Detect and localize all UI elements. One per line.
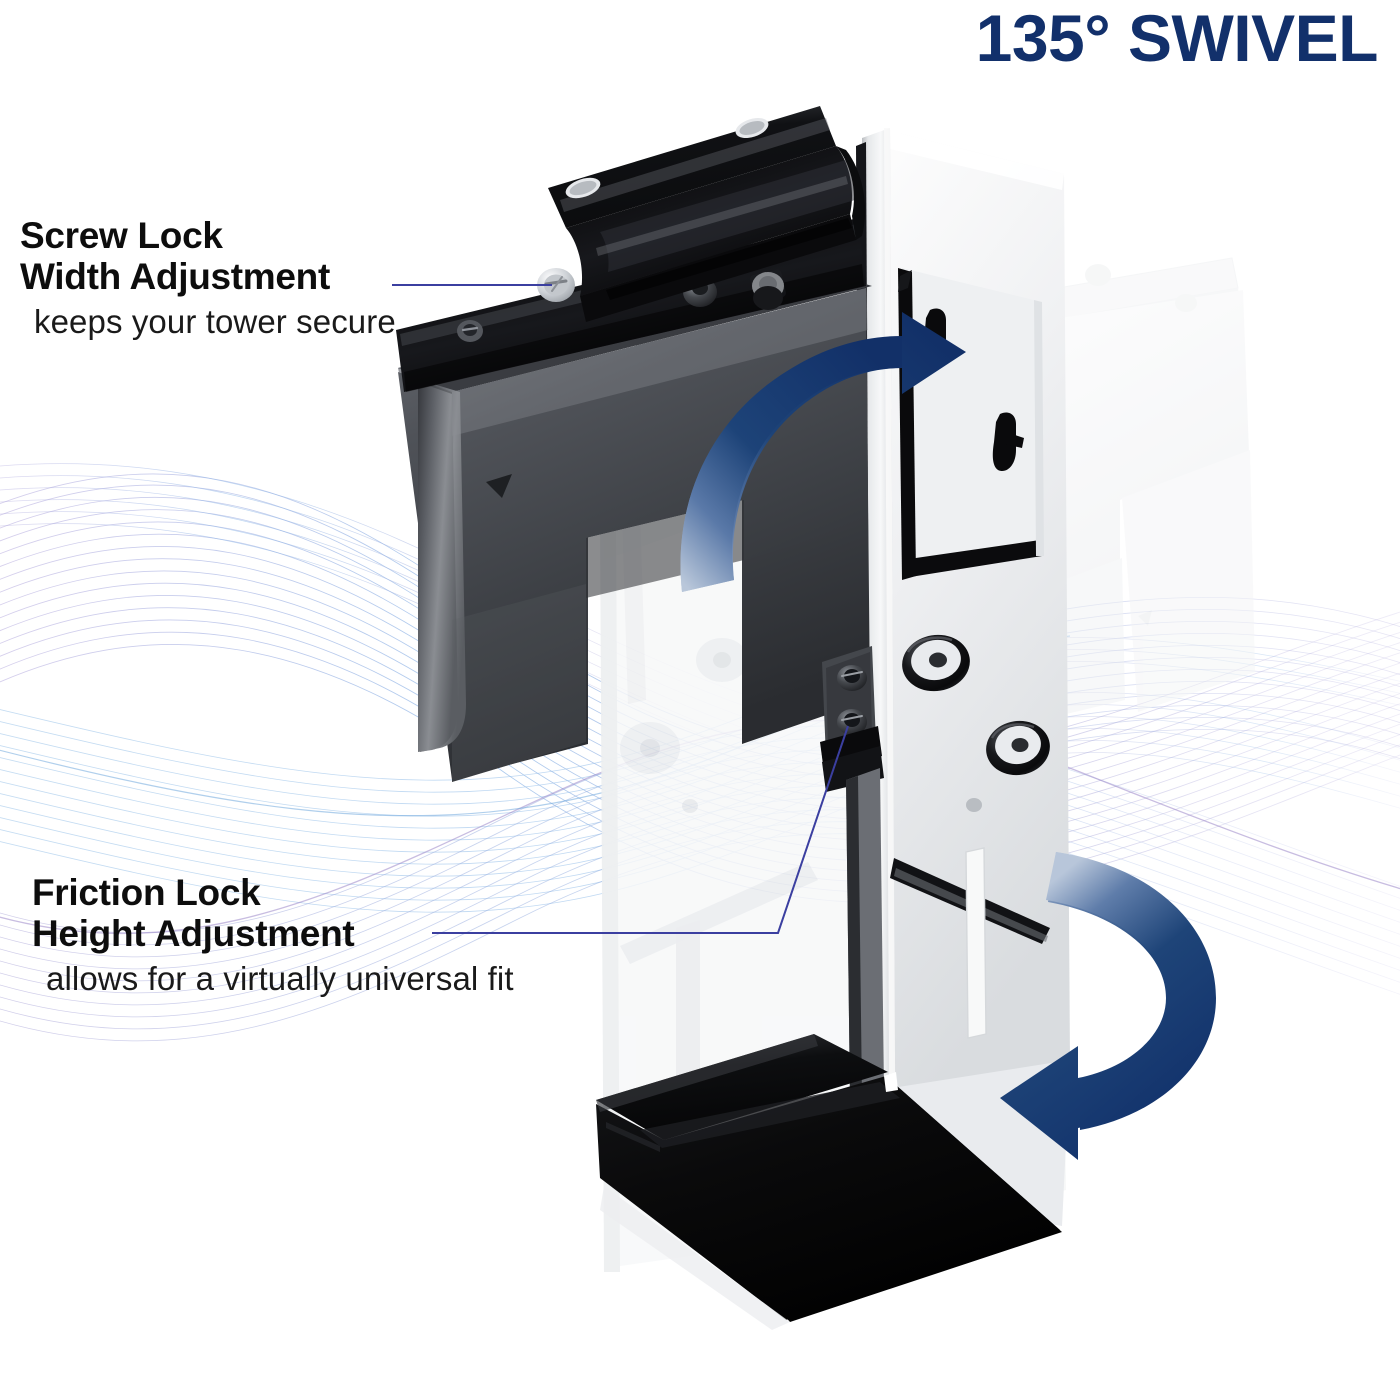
friction-knob-upper xyxy=(902,634,970,692)
callout-friction-subtext: allows for a virtually universal fit xyxy=(46,959,514,997)
page-title: 135° SWIVEL xyxy=(975,1,1379,75)
screw-lock-screw xyxy=(537,268,575,302)
callout-friction-heading-line2: Height Adjustment xyxy=(32,913,355,955)
arrow-tick-mark xyxy=(486,474,512,498)
black-base-tray xyxy=(596,1034,1062,1322)
friction-knob-lower xyxy=(986,720,1050,776)
callout-screw-lock: Screw Lock Width Adjustment keeps your t… xyxy=(20,215,396,341)
callout-screw-subtext: keeps your tower secure xyxy=(34,302,396,340)
callout-screw-heading-line2: Width Adjustment xyxy=(20,256,331,298)
ghost-mount-copy xyxy=(1034,257,1255,716)
small-hole xyxy=(966,798,982,812)
leader-line-friction-lock xyxy=(432,725,849,934)
callout-friction-lock: Friction Lock Height Adjustment allows f… xyxy=(32,872,514,998)
callout-friction-heading-line1: Friction Lock xyxy=(32,872,261,913)
callout-screw-heading-line1: Screw Lock xyxy=(20,215,223,256)
screw-lock-screw-secondary xyxy=(457,320,483,342)
top-mounting-bracket xyxy=(548,106,866,322)
lower-vertical-slot xyxy=(965,847,987,1039)
